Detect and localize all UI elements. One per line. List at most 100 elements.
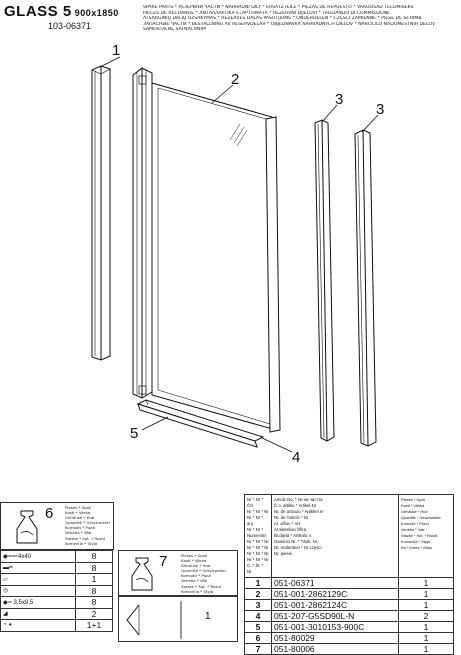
header-line: Nr * Nr * Nr — [247, 545, 269, 550]
table-row: ▬━ 8 — [0, 561, 113, 574]
table-row: 3 051-001-2862124C 1 — [244, 599, 454, 611]
table-row: 6 051-80029 1 — [244, 632, 454, 644]
spare-parts-line: ATSARGINIŲ DALIŲ UŽSAKYMAS * REZERVES DA… — [143, 16, 422, 22]
header-line: Nr * Nr * Nr — [247, 509, 269, 514]
part-number: 7 — [244, 643, 272, 655]
table-row: 1 051-06371 1 — [244, 577, 454, 589]
spare-parts-line: SAMOSTALNE SATNAČRNIM — [143, 27, 206, 33]
header-line: Nr * Nr * Č/s — [247, 497, 263, 508]
bag-7-contents: 1 — [118, 596, 238, 642]
screw-icon: ◆═══ 4x40 — [0, 550, 76, 563]
table-row: ◆═ 3,5x9,5 8 — [0, 596, 113, 609]
callout-3-right: 3 — [376, 101, 384, 118]
spare-parts-line: PIÈCES DE RECHANGE * ΑΝΤΑΛΛΑΚΤΙΚΆ ΕΞΑΡΤΉ… — [143, 10, 391, 16]
column-header-number: Nr * Nr * Č/s Nr * Nr * Nr Nr * Nr * ary… — [244, 494, 272, 578]
part-qty: 1 — [398, 632, 454, 644]
wedge-icon: ◢ — [0, 607, 76, 620]
part-qty: 1 — [398, 599, 454, 611]
handle-icon — [126, 601, 182, 639]
spare-parts-table: Nr * Nr * Č/s Nr * Nr * Nr Nr * Nr * ary… — [244, 494, 454, 655]
header-line: Br.dijela * Artikolo n. — [274, 533, 313, 538]
spare-parts-line: SPARE PARTS * РЕЗЕРВНИ ЧАСТИ * NÁHRADNÍ … — [143, 5, 414, 10]
header-line: Gaminio Nr. * Tāuk. Nr. — [274, 539, 319, 544]
item-qty: 8 — [75, 550, 113, 563]
part-1-glass-door — [132, 67, 281, 433]
cap-icon: ◔ ◕ — [0, 619, 76, 632]
header-line: Kasti * Väska — [401, 503, 425, 508]
article-number: 051-06371 — [271, 577, 399, 589]
bag-label-line: Kasti * Väska — [181, 558, 207, 564]
header-line: C. * Št. * Nr — [247, 563, 264, 574]
product-code: 103-06371 — [48, 21, 92, 31]
part-number: 1 — [244, 577, 272, 589]
header-line: Article No. * № на частта — [274, 497, 323, 502]
item-qty: 8 — [75, 596, 113, 609]
part-number: 2 — [244, 588, 272, 600]
header-line: Nr * Nr * Nr — [247, 539, 269, 544]
bag-6-number: 6 — [45, 505, 54, 522]
part-number: 5 — [244, 621, 272, 633]
bag-6-icon — [16, 510, 38, 544]
article-number: 051-001-2862124C — [271, 599, 399, 611]
bag-label-line: Komodít * Pozzi — [181, 573, 212, 579]
ring-icon: ◎ — [0, 584, 76, 597]
part-3-right-profile — [354, 129, 377, 447]
bag-label-line: Venetia * Väe — [181, 578, 208, 584]
item-qty: 1+1 — [75, 619, 113, 632]
bag-label-line: Venetia * Väe — [65, 530, 92, 536]
header-line: Nr * Nr * Nr — [247, 557, 269, 562]
bag-7-label: Pieses * Spoli Kasti * Väska Gehäuse * H… — [181, 553, 226, 594]
exploded-diagram: 1 2 3 3 4 5 — [91, 42, 384, 466]
callout-5: 5 — [130, 425, 138, 442]
header-line: Nr * Nr * Numerism — [247, 527, 267, 538]
product-size: 900x1850 — [74, 8, 119, 18]
item-qty: 8 — [75, 584, 113, 597]
table-row: 7 051-80006 1 — [244, 643, 454, 655]
part-qty: 1 — [398, 621, 454, 633]
callout-4: 4 — [292, 449, 300, 466]
plate-icon: ▱ — [0, 573, 76, 586]
bag-7-panel: 7 Pieses * Spoli Kasti * Väska Gehäuse *… — [118, 550, 238, 596]
item-note: 3,5x9,5 — [13, 599, 34, 606]
column-header-article: Article No. * № на частта Č.o. artiklu *… — [271, 494, 399, 578]
table-row: ◢ 2 — [0, 607, 113, 620]
part-2-profile — [314, 119, 335, 442]
header-line: Quantité * Geschwister — [401, 515, 441, 520]
item-note: 4x40 — [18, 553, 32, 560]
header-line: Ka * Kmes * Stfas — [401, 545, 432, 550]
part-3-left-profile — [91, 65, 111, 361]
callout-1: 2 — [231, 71, 239, 88]
header-line: Venetia * Väe — [401, 527, 425, 532]
table-row: ◎ 8 — [0, 584, 113, 597]
part-number: 6 — [244, 632, 272, 644]
spare-parts-multilingual-heading: SPARE PARTS * РЕЗЕРВНИ ЧАСТИ * NÁHRADNÍ … — [143, 5, 461, 33]
part-qty: 2 — [398, 610, 454, 622]
header-line: Ar.sklenliso žifira — [274, 527, 306, 532]
bag-6-label: Pieses * Spoli Kasti * Väska Gehäuse * H… — [65, 505, 110, 546]
header-line: Gehäuse * Hub — [401, 509, 428, 514]
part-qty: 1 — [398, 577, 454, 589]
bag-label-line: Pieses * Spoli — [65, 505, 92, 510]
column-header-quantity: Pieses * Spoli Kasti * Väska Gehäuse * H… — [398, 494, 454, 578]
part-qty: 1 — [398, 643, 454, 655]
item-qty: 2 — [75, 607, 113, 620]
callout-2: 3 — [335, 91, 343, 108]
part-5-bottom-strip — [136, 399, 265, 448]
table-row: ▱ 1 — [0, 573, 113, 586]
bag-label-line: Stazke * Sot. * Rusid — [65, 535, 105, 541]
bag-6-contents-table: ◆═══ 4x40 8 ▬━ 8 ▱ 1 ◎ 8 ◆═ 3,5x9,5 8 ◢ … — [0, 550, 113, 632]
bag-6-panel: 6 Pieses * Spoli Kasti * Väska Gehäuse *… — [0, 502, 114, 550]
bag-label-line: Komodít * Pozzi — [65, 525, 96, 531]
product-name: GLASS 5 — [4, 3, 72, 20]
table-row: 5 051-001-3010153-900C 1 — [244, 621, 454, 633]
table-row: 4 051-207-G5SD90L-N 2 — [244, 610, 454, 622]
table-header-row: Nr * Nr * Č/s Nr * Nr * Nr Nr * Nr * ary… — [244, 494, 454, 578]
bag-7-icon — [131, 557, 153, 591]
part-number: 3 — [244, 599, 272, 611]
article-number: 051-207-G5SD90L-N — [271, 610, 399, 622]
bag-label-line: Quantité * Geschwister — [65, 520, 111, 526]
table-row: 2 051-001-2862129C 1 — [244, 588, 454, 600]
spare-parts-line: ЗАПАСНЫЕ ЧАСТИ * BESTÄLLNING AV RESERVDE… — [143, 21, 436, 27]
bag-7-number: 7 — [159, 553, 168, 570]
